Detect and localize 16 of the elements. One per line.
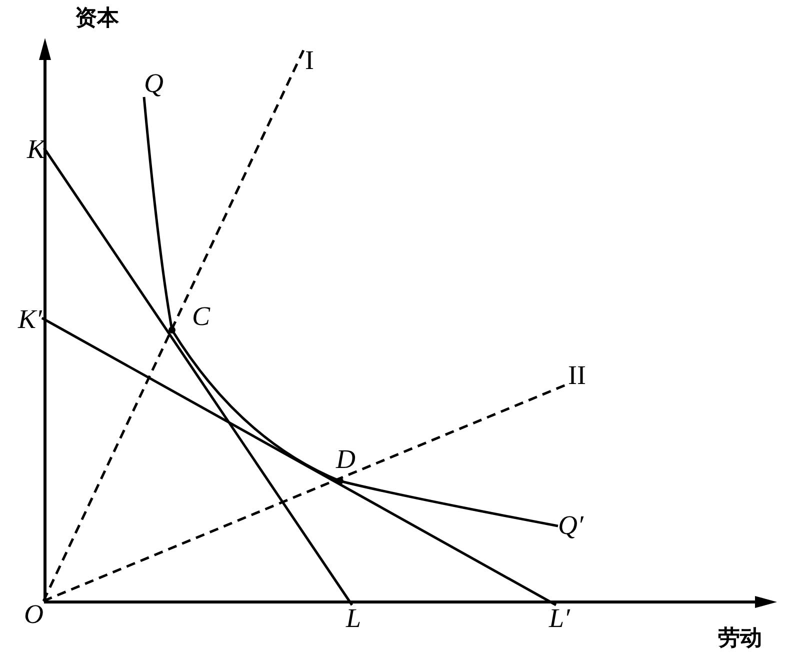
line [42, 147, 354, 606]
point-label: K′ [18, 306, 42, 333]
line [41, 316, 557, 606]
axis-label: 劳动 [718, 628, 762, 650]
curve [142, 96, 558, 528]
point-label: Q [144, 70, 164, 97]
point-label: L′ [549, 605, 570, 632]
point-label: Q′ [558, 512, 584, 539]
point-label: O [24, 601, 44, 628]
axis-label: 资本 [75, 8, 119, 30]
line-label: I [305, 47, 314, 74]
point-label: L [346, 605, 362, 632]
point-label: C [192, 303, 210, 330]
point-label: D [336, 446, 356, 473]
line-label: II [568, 362, 586, 389]
point-label: K [27, 136, 46, 163]
